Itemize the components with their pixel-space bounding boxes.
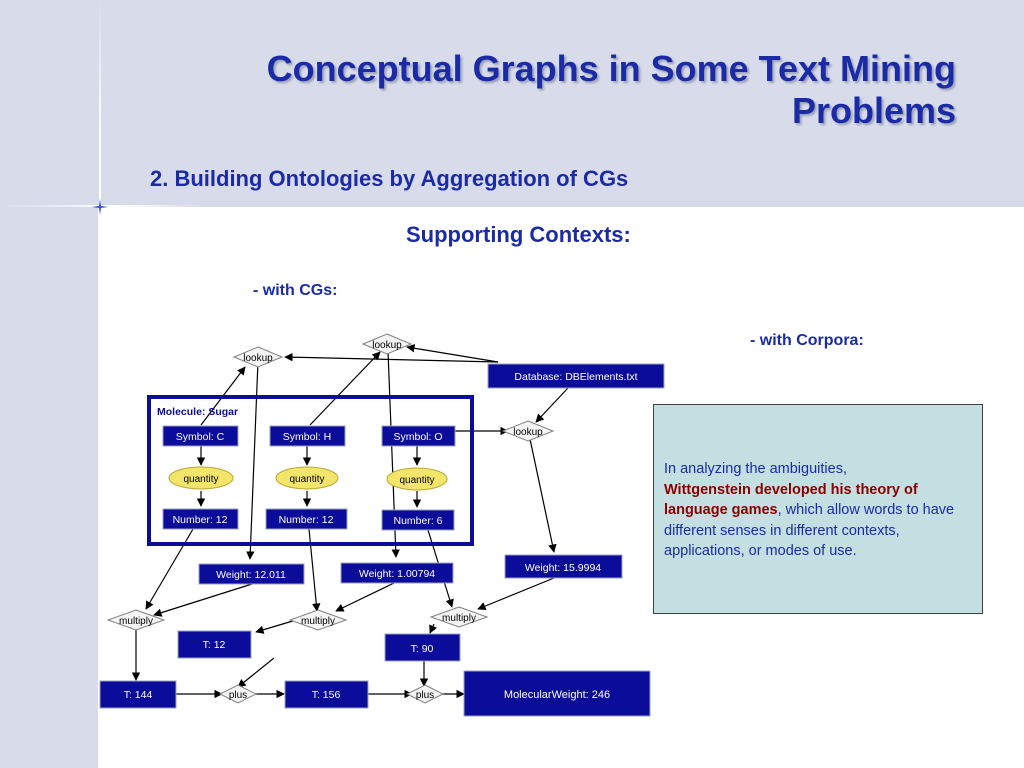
- relation-plus-2-label: plus: [416, 690, 434, 701]
- concept-database: Database: DBElements.txt: [487, 363, 665, 389]
- concept-t12: T: 12: [177, 630, 252, 659]
- with-corpora-label: - with Corpora:: [750, 332, 864, 349]
- relation-lookup-3-label: lookup: [513, 427, 543, 438]
- relation-quantity-c: quantity: [168, 466, 234, 490]
- concept-number-o: Number: 6: [381, 509, 455, 531]
- relation-multiply-3: multiply: [429, 606, 489, 628]
- concept-number-c: Number: 12: [162, 508, 239, 530]
- relation-quantity-c-label: quantity: [183, 474, 218, 485]
- relation-multiply-2-label: multiply: [301, 616, 335, 627]
- concept-number-o-label: Number: 6: [393, 515, 442, 527]
- context-box: [147, 395, 474, 546]
- decorative-vertical-line: [99, 0, 101, 330]
- concept-t144-label: T: 144: [124, 689, 153, 701]
- relation-lookup-2-label: lookup: [372, 340, 402, 351]
- concept-symbol-h-label: Symbol: H: [283, 431, 331, 443]
- relation-quantity-h: quantity: [275, 466, 339, 490]
- conceptual-graph-svg: Molecule: Sugar Database: DBElements.txt…: [99, 333, 665, 717]
- relation-plus-2: plus: [405, 684, 445, 704]
- concept-symbol-o: Symbol: O: [381, 425, 456, 447]
- concept-molecular-weight: MolecularWeight: 246: [463, 670, 651, 717]
- relation-multiply-1: multiply: [106, 609, 166, 631]
- quote-rest: , which allow words to have different se…: [664, 502, 955, 559]
- concept-weight-c-label: Weight: 12.011: [216, 569, 286, 581]
- concept-t156: T: 156: [284, 680, 369, 709]
- section-heading: Supporting Contexts:: [406, 222, 631, 247]
- concept-weight-h: Weight: 1.00794: [340, 562, 454, 584]
- concept-weight-c: Weight: 12.011: [198, 563, 305, 585]
- header-background: [0, 0, 1024, 207]
- quote-highlight: Wittgenstein developed his theory of lan…: [664, 481, 918, 519]
- slide-title-line1: Conceptual Graphs in Some Text Mining: [266, 48, 956, 89]
- concept-symbol-o-label: Symbol: O: [393, 431, 442, 443]
- concept-t144: T: 144: [99, 680, 177, 709]
- relation-multiply-2: multiply: [288, 609, 348, 631]
- concept-number-c-label: Number: 12: [173, 514, 228, 526]
- concept-t156-label: T: 156: [312, 689, 341, 701]
- relation-multiply-3-label: multiply: [442, 613, 476, 624]
- concept-molecular-weight-label: MolecularWeight: 246: [504, 689, 610, 701]
- concept-database-label: Database: DBElements.txt: [514, 371, 637, 383]
- relation-lookup-2: lookup: [361, 333, 413, 355]
- relation-quantity-o: quantity: [386, 467, 448, 491]
- concept-symbol-c: Symbol: C: [162, 425, 239, 447]
- concept-weight-o-label: Weight: 15.9994: [525, 562, 601, 574]
- concept-t90-label: T: 90: [411, 643, 434, 655]
- concept-number-h-label: Number: 12: [279, 514, 334, 526]
- wittgenstein-quote-box: In analyzing the ambiguities, Wittgenste…: [653, 404, 983, 614]
- conceptual-graph-diagram: Molecule: Sugar Database: DBElements.txt…: [98, 331, 669, 720]
- with-cgs-label: - with CGs:: [253, 282, 338, 299]
- concept-t90: T: 90: [384, 633, 461, 662]
- relation-lookup-1-label: lookup: [243, 353, 273, 364]
- slide-title: Conceptual Graphs in Some Text Mining Pr…: [136, 48, 956, 132]
- concept-symbol-c-label: Symbol: C: [176, 431, 225, 443]
- concept-symbol-h: Symbol: H: [269, 425, 346, 447]
- relation-quantity-h-label: quantity: [289, 474, 324, 485]
- relation-plus-1: plus: [218, 684, 258, 704]
- concept-weight-h-label: Weight: 1.00794: [359, 568, 435, 580]
- relation-multiply-1-label: multiply: [119, 616, 153, 627]
- concept-number-h: Number: 12: [265, 508, 348, 530]
- relation-quantity-o-label: quantity: [399, 475, 434, 486]
- relation-plus-1-label: plus: [229, 690, 247, 701]
- concept-weight-o: Weight: 15.9994: [504, 554, 623, 579]
- slide-title-line2: Problems: [791, 90, 956, 131]
- concept-t12-label: T: 12: [203, 639, 226, 651]
- relation-lookup-1: lookup: [232, 346, 284, 368]
- sparkle-icon: [92, 199, 108, 215]
- quote-intro: In analyzing the ambiguities,: [664, 461, 847, 477]
- relation-lookup-3: lookup: [501, 420, 555, 442]
- context-label: Molecule: Sugar: [157, 406, 238, 418]
- slide-subtitle: 2. Building Ontologies by Aggregation of…: [150, 166, 629, 191]
- left-margin-background: [0, 207, 98, 768]
